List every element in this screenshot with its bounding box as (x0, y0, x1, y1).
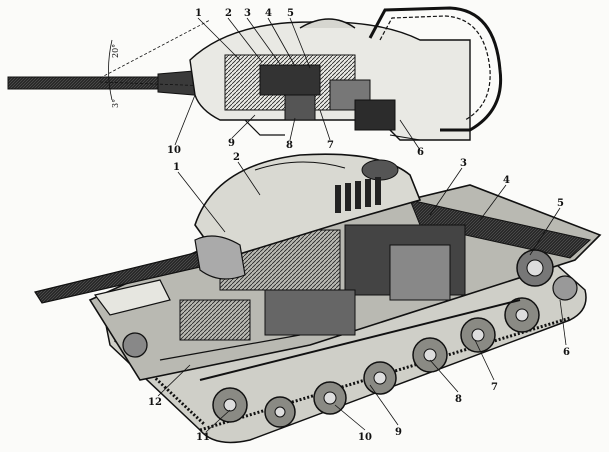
cutaway-callout-8: 8 (455, 394, 462, 405)
side-callout-9: 9 (228, 138, 235, 149)
cutaway-callout-12: 12 (148, 397, 162, 408)
leader-lines (157, 17, 567, 433)
side-callout-1: 1 (195, 8, 202, 19)
side-callout-7: 7 (327, 140, 334, 151)
cutaway-callout-5: 5 (557, 198, 564, 209)
side-callout-5: 5 (287, 8, 294, 19)
side-callout-8: 8 (286, 140, 293, 151)
side-callout-4: 4 (265, 8, 272, 19)
turret-side-section (7, 6, 503, 141)
cutaway-callout-4: 4 (503, 175, 510, 186)
elevation-angle-label: 20° (111, 44, 120, 58)
cutaway-callout-3: 3 (460, 158, 467, 169)
tank-cutaway (34, 153, 602, 444)
depression-angle-label: 3° (111, 99, 120, 108)
cutaway-callout-6: 6 (563, 347, 570, 358)
cutaway-callout-1: 1 (173, 162, 180, 173)
cutaway-callout-2: 2 (233, 152, 240, 163)
side-callout-2: 2 (225, 8, 232, 19)
cutaway-callout-10: 10 (358, 432, 372, 443)
cutaway-callout-9: 9 (395, 427, 402, 438)
cutaway-callout-11: 11 (196, 432, 210, 443)
cutaway-callout-7: 7 (491, 382, 498, 393)
turret-dome (194, 153, 422, 261)
side-callout-3: 3 (244, 8, 251, 19)
side-callout-6: 6 (417, 147, 424, 158)
side-callout-10: 10 (167, 145, 181, 156)
